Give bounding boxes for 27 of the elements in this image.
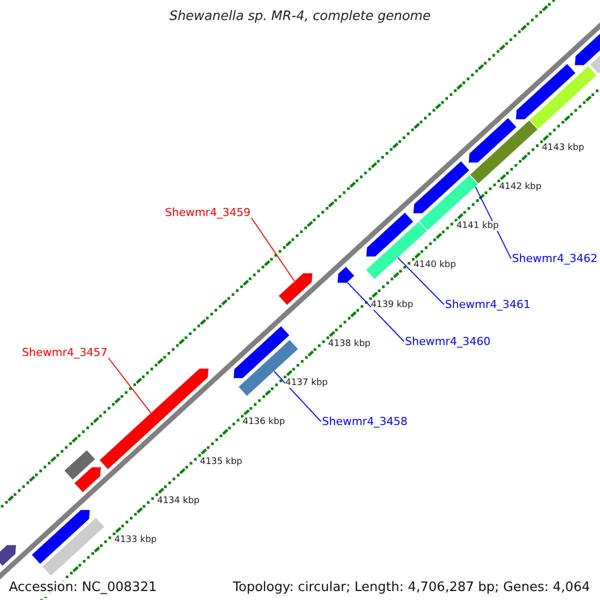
scale-label: 4138 kbp — [328, 338, 370, 349]
scale-label: 4143 kbp — [542, 142, 584, 153]
scale-label: 4141 kbp — [456, 221, 499, 232]
scale-label: 4135 kbp — [200, 456, 242, 467]
gene-label: Shewmr4_3459 — [165, 206, 250, 219]
gene-segment — [418, 174, 479, 232]
scale-label: 4140 kbp — [414, 260, 456, 270]
scale-label: 4142 kbp — [499, 182, 542, 192]
gene-block — [278, 272, 314, 306]
scale-label: 4139 kbp — [370, 300, 414, 310]
title: Shewanella sp. MR-4, complete genome — [168, 9, 432, 24]
gene-label: Shewmr4_3460 — [405, 335, 490, 348]
leader-line — [346, 282, 404, 342]
leader-line — [108, 358, 152, 414]
leader-line — [251, 218, 295, 282]
scale-label: 4133 kbp — [114, 534, 157, 545]
scale-label: 4137 kbp — [285, 378, 328, 388]
gene-block — [336, 266, 356, 284]
gene-label: Shewmr4_3458 — [322, 415, 408, 428]
gene-label: Shewmr4_3461 — [445, 298, 530, 311]
scale-label: 4136 kbp — [242, 417, 285, 428]
genome-summary: Topology: circular; Length: 4,706,287 bp; Genes: 4,064 — [232, 580, 590, 595]
leader-line — [398, 257, 444, 305]
leader-line — [274, 370, 322, 422]
gene-label: Shewmr4_3462 — [512, 252, 598, 265]
scale-label: 4134 kbp — [157, 496, 200, 506]
gene-label: Shewmr4_3457 — [22, 346, 108, 359]
